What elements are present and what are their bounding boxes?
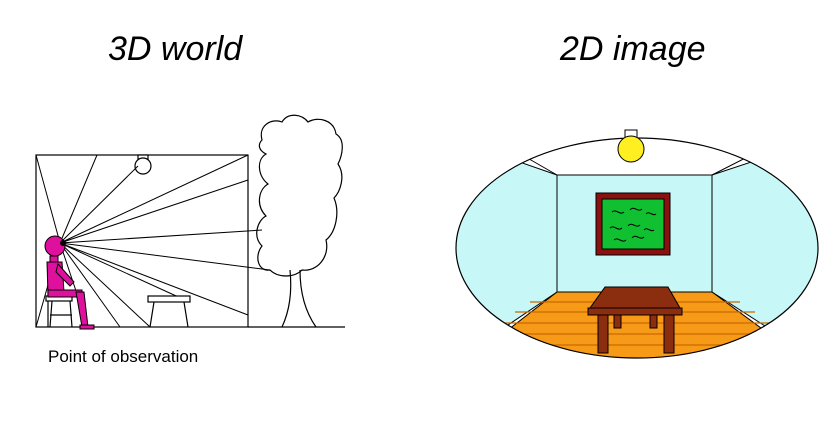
world-3d-scene [35,114,345,328]
sight-rays [35,154,271,328]
world-3d-title: 3D world [108,30,243,68]
chair-icon [45,278,73,328]
framed-picture-icon [595,192,671,256]
eye-dot [60,240,66,246]
image-2d-title: 2D image [560,30,706,68]
table-icon [587,286,683,354]
bench-icon [147,295,191,328]
lamp-icon [617,129,645,163]
observer-figure-icon [44,235,95,330]
observation-point-caption: Point of observation [48,347,199,366]
tree-icon [256,114,343,328]
lamp-icon [134,154,152,175]
